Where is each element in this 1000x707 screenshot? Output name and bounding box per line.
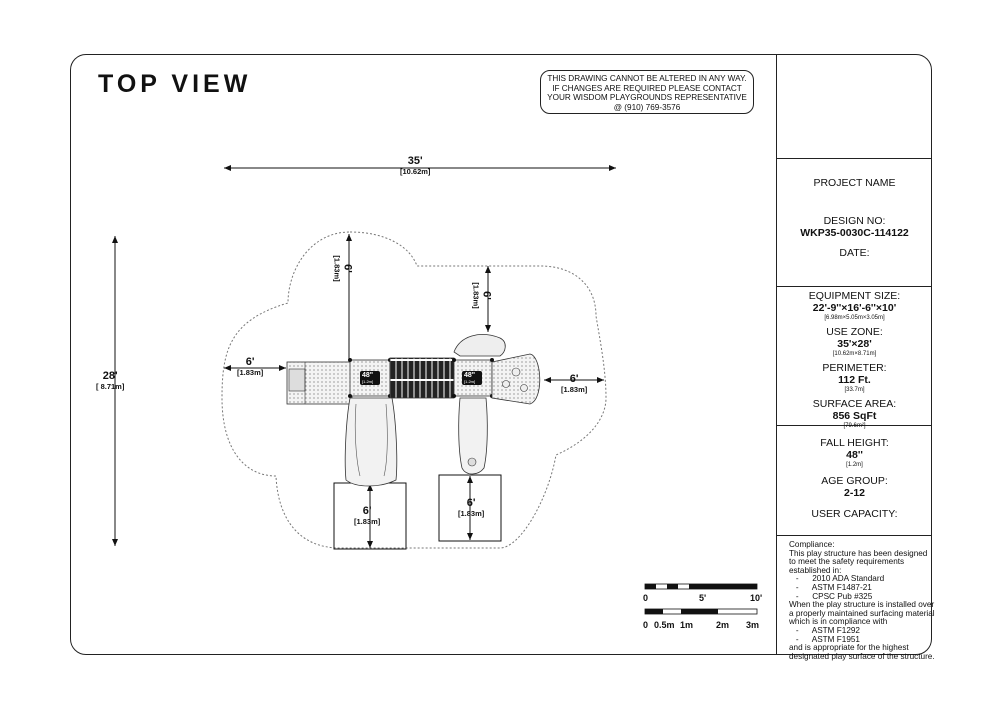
dim-label-right: 6' [1.83m] bbox=[561, 373, 588, 394]
slide-right bbox=[458, 397, 488, 475]
steering-wheel-panel bbox=[453, 334, 506, 357]
dim-label-top-left: 6' [1.83m] bbox=[332, 255, 354, 282]
deck-height-right: 48" [1.2m] bbox=[464, 372, 476, 384]
dim-label-width: 35' [10.62m] bbox=[400, 155, 431, 176]
deck-left bbox=[348, 358, 392, 398]
safety-specs: FALL HEIGHT: 48'' [1.2m] AGE GROUP: 2-12… bbox=[777, 426, 932, 536]
use-zone-outline bbox=[221, 231, 607, 549]
dim-label-left: 6' [1.83m] bbox=[237, 356, 264, 377]
dim-label-height: 28' [ 8.71m] bbox=[96, 370, 125, 391]
surface-area: 856 SqFt bbox=[832, 410, 877, 422]
warning-box: THIS DRAWING CANNOT BE ALTERED IN ANY WA… bbox=[540, 70, 754, 114]
age-group: 2-12 bbox=[843, 487, 865, 499]
slide-exit-zone-right bbox=[438, 474, 502, 542]
deck-height-left: 48" [1.2m] bbox=[362, 372, 374, 384]
compliance-notes: Compliance: This play structure has been… bbox=[789, 540, 935, 661]
project-info: PROJECT NAME DESIGN NO: WKP35-0030C-1141… bbox=[777, 159, 932, 287]
perimeter: 112 Ft. bbox=[838, 374, 871, 386]
fall-height: 48'' bbox=[846, 449, 863, 461]
slide-left bbox=[344, 397, 398, 487]
dim-label-slide-right: 6' [1.83m] bbox=[458, 497, 485, 518]
equipment-size: 22'-9''×16'-6''×10' bbox=[812, 302, 897, 314]
design-number: WKP35-0030C-114122 bbox=[800, 227, 909, 239]
equipment-specs: EQUIPMENT SIZE: 22'-9''×16'-6''×10' [6.9… bbox=[777, 287, 932, 429]
climber-right bbox=[491, 353, 541, 405]
logo-area bbox=[777, 54, 932, 159]
project-name: PROJECT NAME bbox=[813, 177, 896, 189]
bridge bbox=[389, 357, 455, 399]
dim-label-slide-left: 6' [1.83m] bbox=[354, 505, 381, 526]
drawing-title: TOP VIEW bbox=[98, 70, 252, 98]
climber-left bbox=[286, 361, 353, 405]
title-block: PROJECT NAME DESIGN NO: WKP35-0030C-1141… bbox=[776, 54, 932, 655]
scale-bar bbox=[644, 583, 758, 615]
dim-label-top-right: 6' [1.83m] bbox=[471, 282, 493, 309]
use-zone: 35'×28' bbox=[837, 338, 872, 350]
drawing-sheet bbox=[70, 54, 932, 655]
deck-right bbox=[452, 358, 494, 398]
